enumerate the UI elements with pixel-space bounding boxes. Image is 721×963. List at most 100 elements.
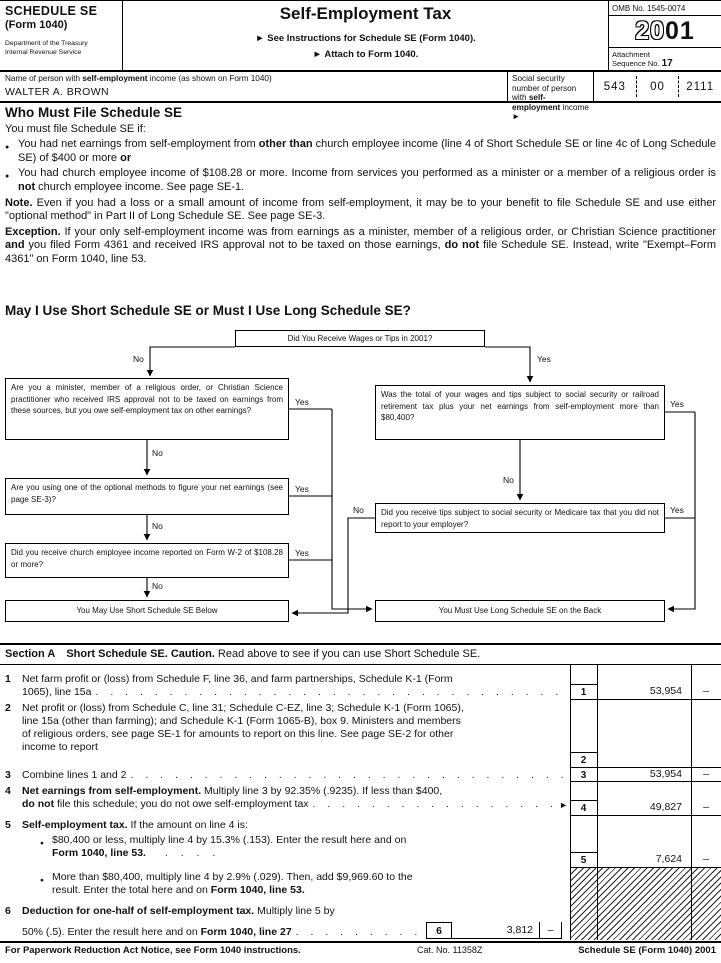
flow-label-yes: Yes [294,484,310,494]
row5-box-number: 5 [570,852,597,867]
paperwork-notice: For Paperwork Reduction Act Notice, see … [5,945,301,956]
line6-cents[interactable]: – [540,922,562,938]
section-a-heading: Section A Short Schedule SE. Caution. Re… [5,648,481,660]
line5-bullet-a: ● $80,400 or less, multiply line 4 by 15… [40,834,407,859]
ssn-field[interactable]: 543 00 2111 [593,72,721,101]
line-text-column: Net farm profit or (loss) from Schedule … [22,665,568,941]
line-number: 6 [5,905,11,917]
sequence-line: Sequence No. 17 [612,58,673,69]
dept-treasury: Department of the Treasury [5,40,88,47]
line3-amount[interactable]: 53,954 [649,768,682,780]
dot-leader: . . . . [151,847,216,859]
ssn-divider [678,76,680,97]
dot-leader: . . . . . . . . . . . . . . . . . . . . … [95,686,568,698]
flow-label-no: No [352,505,365,515]
flow-label-no: No [502,475,515,485]
column-divider [597,665,598,940]
form-id-block: SCHEDULE SE (Form 1040) Department of th… [0,1,123,70]
year-outline-digits: 20 [635,17,665,45]
amount-row-5: 5 7,624 – [570,816,721,868]
line3-cents[interactable]: – [703,768,709,780]
column-divider [570,665,571,940]
line5-bullet-b: ● More than $80,400, multiply line 4 by … [40,871,413,896]
flow-label-no: No [151,448,164,458]
amount-row-4: 4 49,827 – [570,782,721,816]
who-exception: Exception. If your only self-employment … [5,225,716,265]
bullet-icon: ● [5,173,10,181]
flow-box-short-se: You May Use Short Schedule SE Below [5,600,289,622]
line1-cents[interactable]: – [703,685,709,697]
amount-row-2: 2 [570,700,721,768]
line-number: 1 [5,673,11,685]
section-a-body: 1 2 3 4 5 6 Net farm profit or (loss) fr… [0,664,721,941]
bullet-icon: ● [40,877,44,884]
footer-divider [0,941,721,943]
flow-label-no: No [151,521,164,531]
line5-text: Self-employment tax. If the amount on li… [22,819,248,831]
flow-box-minister: Are you a minister, member of a religiou… [5,378,289,440]
line5-cents[interactable]: – [703,853,709,865]
attachment-label: Attachment [612,50,650,59]
ssn-area[interactable]: 543 [603,80,626,93]
line3-text: Combine lines 1 and 2 . . . . . . . . . … [22,769,568,782]
flowchart-heading: May I Use Short Schedule SE or Must I Us… [5,303,411,318]
form-number: (Form 1040) [5,19,68,31]
flow-label-yes: Yes [536,354,552,364]
right-arrow-icon: ► [559,800,568,810]
ssn-serial[interactable]: 2111 [686,80,715,93]
dot-leader: . . . . . . . . . . . . . . . . . . . . … [130,769,568,781]
taxpayer-row: Name of person with self-employment inco… [0,72,721,121]
form-header: SCHEDULE SE (Form 1040) Department of th… [0,0,721,72]
flow-label-yes: Yes [294,548,310,558]
line-number-column: 1 2 3 4 5 6 [5,665,20,941]
line-number: 3 [5,769,11,781]
line4-cents[interactable]: – [703,801,709,813]
line1-amount[interactable]: 53,954 [649,685,682,697]
line2-text: Net profit or (loss) from Schedule C, li… [22,702,464,753]
name-cell: Name of person with self-employment inco… [0,72,507,101]
line6-amount[interactable]: 3,812 [452,922,540,938]
flow-label-yes: Yes [294,397,310,407]
bullet-icon: ● [5,144,10,152]
row2-box-number: 2 [570,752,597,767]
flow-box-optional-methods: Are you using one of the optional method… [5,478,289,515]
amount-row-1: 1 53,954 – [570,665,721,700]
form-footer-id: Schedule SE (Form 1040) 2001 [578,945,716,956]
flow-label-yes: Yes [669,505,685,515]
ssn-divider [635,76,637,97]
row4-box-number: 4 [570,800,597,815]
hatched-area [570,868,721,940]
flowchart-connectors [143,346,696,617]
catalog-number: Cat. No. 11358Z [417,945,483,955]
who-must-file-section: Who Must File Schedule SE You must file … [5,106,716,269]
flowchart: Did You Receive Wages or Tips in 2001? A… [0,325,721,628]
who-bullet-2: ● You had church employee income of $108… [5,167,716,193]
cents-divider [691,665,692,940]
who-note: Note. Even if you had a loss or a small … [5,196,716,223]
line4-text: Net earnings from self-employment. Multi… [22,785,568,810]
schedule-name: SCHEDULE SE [5,4,98,18]
name-label: Name of person with self-employment inco… [5,74,272,83]
line5-amount[interactable]: 7,624 [655,853,682,865]
dot-leader: . . . . . . . . . . . . . . . . . . . . … [295,926,426,938]
line4-amount[interactable]: 49,827 [649,801,682,813]
ssn-group[interactable]: 00 [650,80,665,93]
form-title-block: Self-Employment Tax ► See Instructions f… [123,1,608,70]
who-intro: You must file Schedule SE if: [5,122,146,135]
line-number: 4 [5,785,11,797]
flow-box-long-se: You Must Use Long Schedule SE on the Bac… [375,600,665,622]
flow-box-wages-over-80400: Was the total of your wages and tips sub… [375,385,665,440]
amount-row-3: 3 53,954 – [570,768,721,782]
row1-box-number: 1 [570,684,597,699]
line6-text: Deduction for one-half of self-employmen… [22,905,568,939]
bullet-icon: ● [40,840,44,847]
dot-leader: . . . . . . . . . . . . . . . . . . . . … [312,798,560,810]
line6-box-number: 6 [426,922,452,938]
see-instructions-line: ► See Instructions for Schedule SE (Form… [255,33,476,44]
amount-column: 1 53,954 – 2 3 53,954 – 4 49,827 – 5 [570,665,721,940]
line6-entry-box: 6 3,812 – [426,922,562,939]
flow-box-unreported-tips: Did you receive tips subject to social s… [375,503,665,533]
name-field[interactable]: WALTER A. BROWN [5,86,110,98]
section-divider [0,643,721,645]
